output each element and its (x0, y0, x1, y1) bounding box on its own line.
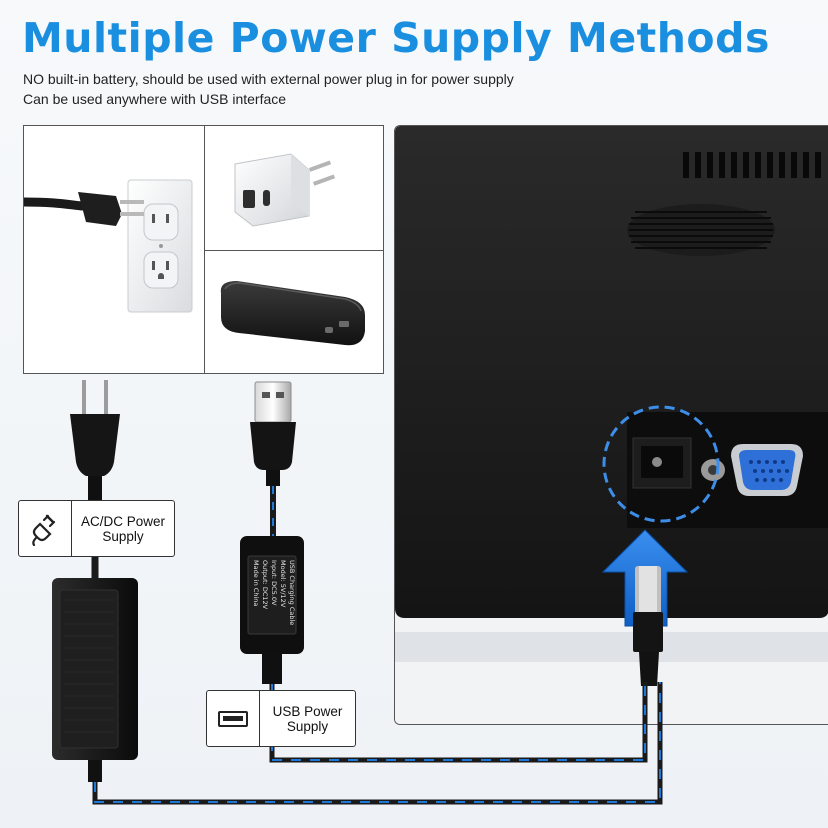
converter-text-0: USB Charging Cable (288, 560, 296, 625)
usb-step-up-converter: USB Charging Cable Model: 5V/12V Input: … (240, 536, 304, 684)
converter-text-4: Made in China (252, 560, 260, 606)
ac-dc-label-line1: AC/DC Power (80, 513, 166, 529)
monitor-back-photo (394, 125, 828, 725)
wall-outlet-photo (23, 125, 206, 374)
converter-text-3: Output: DC12V (261, 560, 269, 610)
subtitle-battery-note: NO built-in battery, should be used with… (23, 71, 514, 87)
usb-wall-charger-photo (204, 125, 384, 252)
usb-power-supply-label: USB Power Supply (206, 690, 356, 747)
subtitle-usb-note: Can be used anywhere with USB interface (23, 91, 287, 107)
usb-port-icon (207, 691, 260, 746)
converter-text-2: Input: DC5.0V (270, 560, 278, 606)
power-adapter-brick (52, 578, 138, 782)
usb-label-line1: USB Power (272, 703, 343, 719)
page-title: Multiple Power Supply Methods (22, 14, 770, 62)
ac-dc-power-supply-label: AC/DC Power Supply (18, 500, 175, 557)
plug-icon (19, 501, 72, 556)
power-bank-photo (204, 250, 384, 374)
converter-text-1: Model: 5V/12V (279, 560, 287, 608)
ac-dc-label-line2: Supply (102, 528, 144, 544)
usb-a-plug (250, 381, 296, 486)
usb-label-line2: Supply (286, 718, 329, 734)
ac-plug (70, 380, 120, 500)
